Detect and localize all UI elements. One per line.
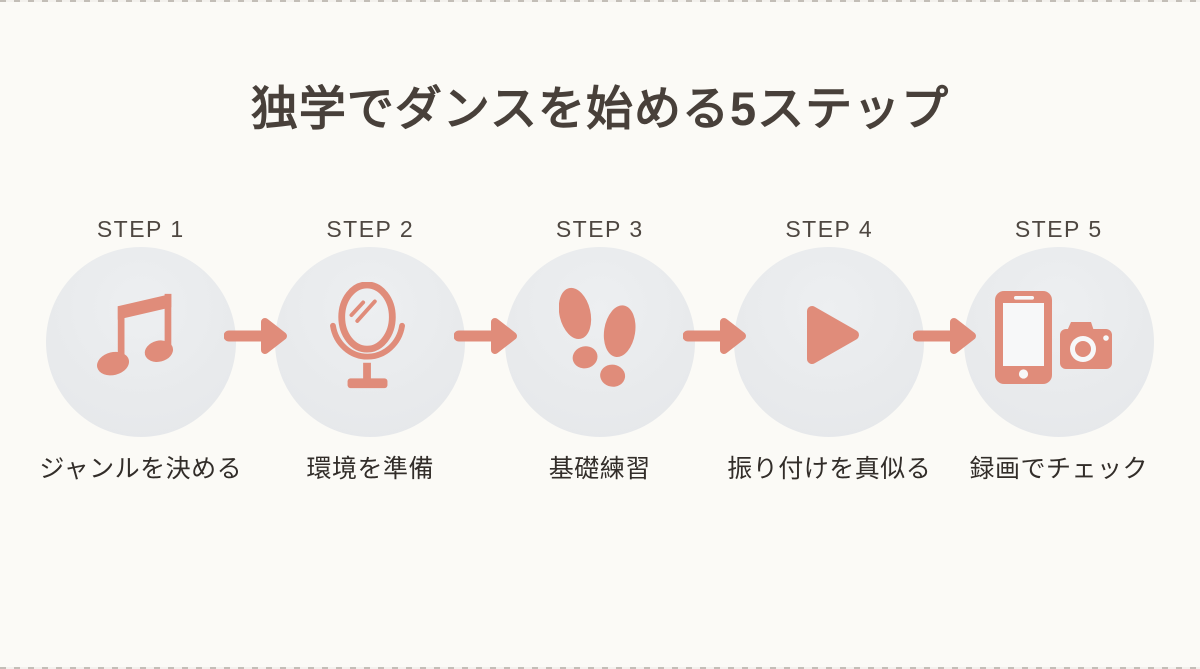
- arrow-right-icon: [912, 318, 976, 354]
- step-1-caption: ジャンルを決める: [39, 455, 243, 483]
- step-3: STEP 3 基礎練習: [485, 215, 715, 485]
- steps-flow: STEP 1 ジャンルを決める STEP 2: [26, 215, 1174, 485]
- step-2: STEP 2 環境を準備: [256, 215, 486, 485]
- step-2-circle: [275, 247, 466, 437]
- step-5-circle: [963, 247, 1154, 437]
- step-4-caption: 振り付けを真似る: [727, 455, 932, 483]
- step-3-circle: [504, 247, 695, 437]
- step-5: STEP 5 録画でチェック: [944, 215, 1174, 485]
- step-4: STEP 4 振り付けを真似る: [715, 215, 945, 485]
- footprints-icon: [558, 287, 636, 387]
- step-4-label: STEP 4: [785, 216, 874, 242]
- step-1: STEP 1 ジャンルを決める: [26, 215, 256, 485]
- music-note-icon: [96, 293, 173, 376]
- mirror-icon: [330, 281, 406, 388]
- step-2-caption: 環境を準備: [306, 455, 434, 483]
- step-5-label: STEP 5: [1014, 216, 1103, 242]
- arrow-right-icon: [683, 318, 746, 354]
- step-4-circle: [734, 247, 925, 437]
- page-title: 独学でダンスを始める5ステップ: [250, 82, 950, 135]
- arrow-right-icon: [224, 318, 287, 354]
- step-3-label: STEP 3: [555, 216, 644, 242]
- phone-camera-icon: [994, 290, 1112, 384]
- play-icon: [807, 306, 860, 364]
- step-5-caption: 録画でチェック: [969, 455, 1148, 483]
- step-3-caption: 基礎練習: [548, 455, 651, 483]
- step-2-label: STEP 2: [326, 216, 415, 242]
- step-1-circle: [45, 247, 236, 437]
- step-1-label: STEP 1: [96, 216, 185, 242]
- arrow-right-icon: [453, 318, 517, 354]
